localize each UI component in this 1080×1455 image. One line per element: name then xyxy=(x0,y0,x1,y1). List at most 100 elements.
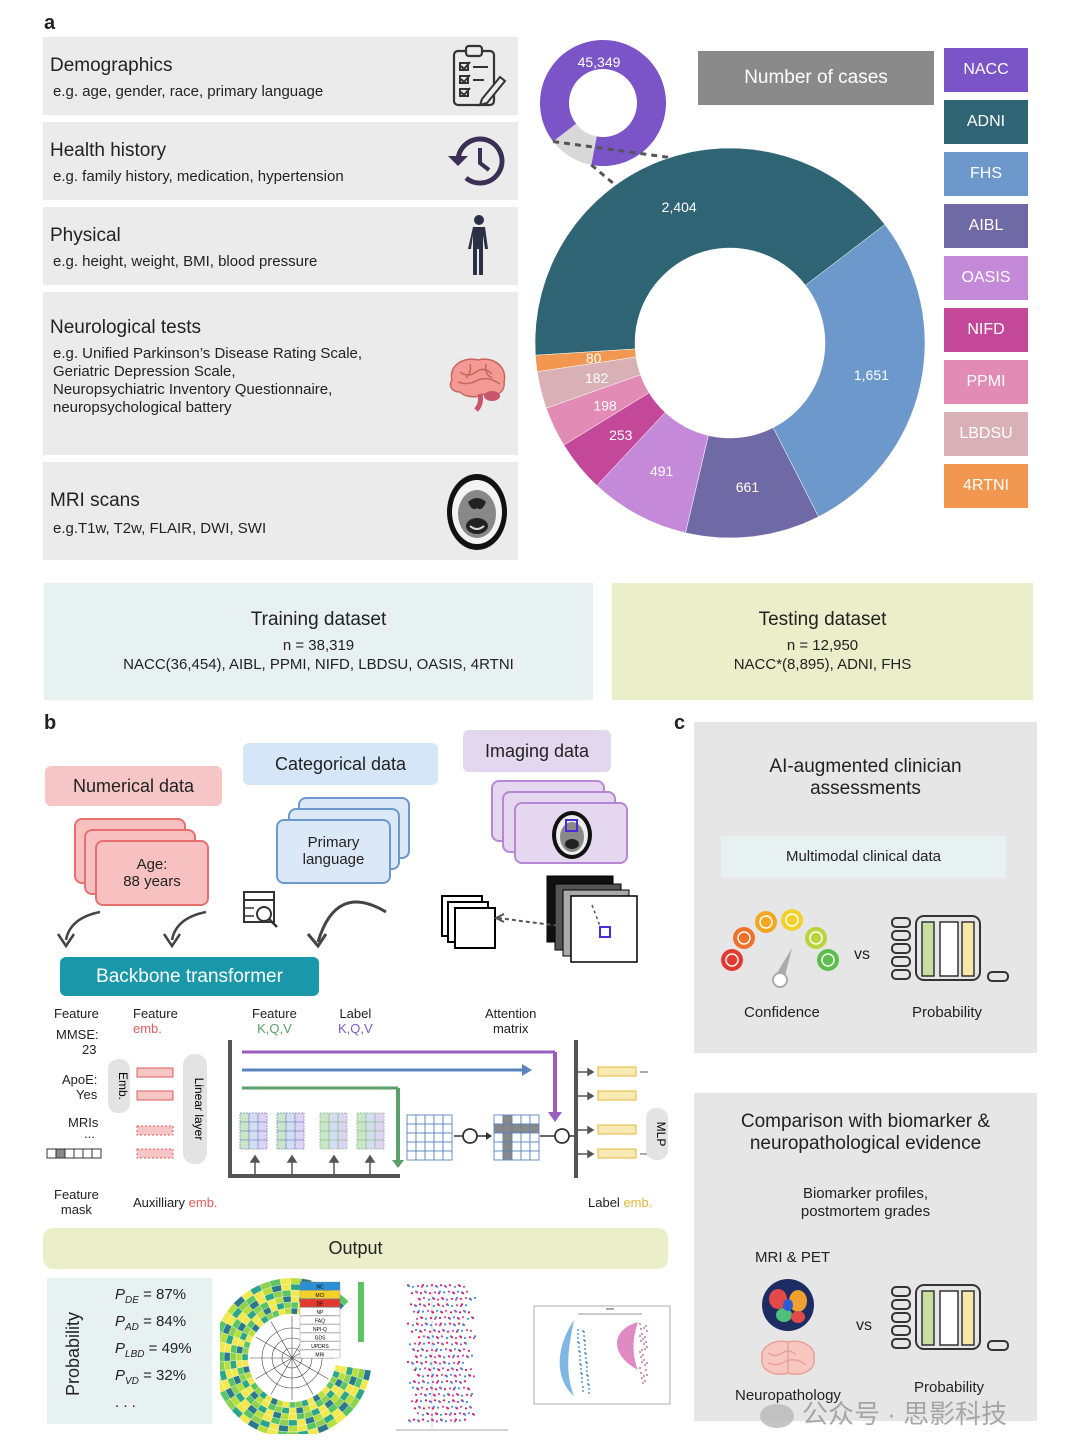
swarm-point xyxy=(412,1348,416,1352)
clinician-title: AI-augmented clinician assessments xyxy=(694,756,1037,800)
swarm-point xyxy=(464,1342,468,1345)
swarm-point xyxy=(417,1343,421,1346)
brain-scan-icon xyxy=(447,474,507,550)
heatmap-legend-box xyxy=(299,1324,341,1333)
label-word: Label xyxy=(588,1195,620,1210)
wechat-icon xyxy=(760,1404,794,1429)
swarm-point xyxy=(432,1405,436,1408)
swarm-point xyxy=(440,1419,444,1422)
masked-attention-cell xyxy=(502,1141,513,1152)
kqv-cell xyxy=(285,1139,296,1150)
swarm-point xyxy=(473,1296,477,1300)
biomarker-panel: Comparison with biomarker & neuropatholo… xyxy=(694,1093,1037,1421)
swarm-point xyxy=(430,1375,434,1378)
violin-point xyxy=(581,1377,583,1379)
mris-label: MRIs xyxy=(68,1115,99,1130)
swarm-point xyxy=(459,1405,463,1408)
violin-point xyxy=(643,1343,645,1345)
dendrogram-branch xyxy=(270,1321,293,1359)
swarm-point xyxy=(430,1387,434,1390)
violin-point xyxy=(579,1359,581,1361)
swarm-point xyxy=(466,1317,470,1320)
probability-item: PLBD = 49% xyxy=(115,1340,192,1360)
clipboard-checklist-icon xyxy=(452,44,507,107)
kqv-cell xyxy=(257,1121,268,1132)
swarm-point xyxy=(464,1407,468,1410)
violin-point xyxy=(580,1372,582,1374)
violin-point xyxy=(580,1368,582,1370)
attention-cell xyxy=(415,1132,426,1143)
violin-point xyxy=(577,1333,579,1335)
auxiliary-emb-label: Auxilliary emb. xyxy=(133,1195,218,1210)
masked-attention-cell xyxy=(511,1123,522,1134)
swarm-point xyxy=(435,1348,439,1351)
heatmap-cell xyxy=(290,1301,299,1309)
training-n: n = 38,319 xyxy=(282,637,355,654)
swarm-point xyxy=(428,1330,432,1333)
swarm-point xyxy=(453,1412,457,1416)
swarm-point xyxy=(417,1381,421,1384)
attention-cell xyxy=(442,1141,453,1152)
attention-cell xyxy=(442,1132,453,1143)
output-label: Output xyxy=(43,1228,668,1269)
swarm-point xyxy=(418,1406,422,1409)
swarm-point xyxy=(460,1329,464,1332)
swarm-point xyxy=(427,1406,431,1409)
kqv-cell xyxy=(257,1112,268,1123)
swarm-point xyxy=(457,1317,461,1320)
heatmap-cell xyxy=(280,1412,290,1421)
swarm-point xyxy=(420,1316,424,1320)
category-mri-scans: MRI scans e.g.T1w, T2w, FLAIR, DWI, SWI xyxy=(43,462,518,560)
swarm-point xyxy=(427,1298,431,1301)
violin-point xyxy=(587,1379,589,1381)
category-example-line: Geriatric Depression Scale, xyxy=(53,363,236,380)
kqv-cell xyxy=(294,1121,305,1132)
masked-attention-cell xyxy=(502,1123,513,1134)
swarm-point xyxy=(435,1374,439,1377)
swarm-point xyxy=(425,1388,429,1391)
swarm-point xyxy=(432,1343,436,1346)
dendrogram-branch xyxy=(255,1357,293,1380)
swarm-point xyxy=(441,1304,445,1308)
attention-cell xyxy=(406,1141,417,1152)
attention-cell xyxy=(424,1132,435,1143)
swarm-point xyxy=(455,1407,459,1410)
swarm-point xyxy=(422,1342,426,1345)
confidence-label: Confidence xyxy=(744,1004,820,1021)
label-emb-bars xyxy=(597,1066,637,1159)
heatmap-legend-label: GDS xyxy=(315,1336,327,1342)
human-body-icon xyxy=(468,215,488,275)
swarm-point xyxy=(434,1388,438,1391)
kqv-cell xyxy=(248,1112,259,1123)
attention-cell xyxy=(415,1141,426,1152)
swarm-point xyxy=(461,1361,465,1364)
swarm-point xyxy=(417,1374,421,1377)
neuropathology-brain-icon xyxy=(761,1340,815,1375)
attention-cell xyxy=(406,1150,417,1161)
swarm-point xyxy=(426,1412,430,1416)
slice-label-oasis: 491 xyxy=(650,463,674,479)
swarm-point xyxy=(448,1284,452,1287)
swarm-point xyxy=(447,1355,451,1358)
backbone-transformer-label: Backbone transformer xyxy=(60,957,319,996)
attention-cell xyxy=(424,1123,435,1134)
swarm-point xyxy=(432,1304,436,1308)
feature-mask-cells xyxy=(46,1148,102,1159)
attention-cell xyxy=(406,1123,417,1134)
swarm-point xyxy=(416,1412,420,1415)
swarm-point xyxy=(428,1368,432,1372)
swarm-point xyxy=(452,1361,456,1364)
panel-a-letter: a xyxy=(44,12,56,34)
category-example-line: neuropsychological battery xyxy=(53,399,232,416)
violin-point xyxy=(579,1355,581,1357)
masked-attention-cell xyxy=(502,1150,513,1161)
legend-item-4rtni: 4RTNI xyxy=(944,464,1028,508)
data-table-search-icon xyxy=(243,891,278,928)
swarm-point xyxy=(424,1360,428,1364)
masked-attention-cell xyxy=(511,1132,522,1143)
swarm-point xyxy=(435,1309,439,1312)
masked-attention-cell xyxy=(493,1123,504,1134)
category-example-line: Neuropsychiatric Inventory Questionnaire… xyxy=(53,381,333,398)
swarm-point xyxy=(406,1322,410,1325)
